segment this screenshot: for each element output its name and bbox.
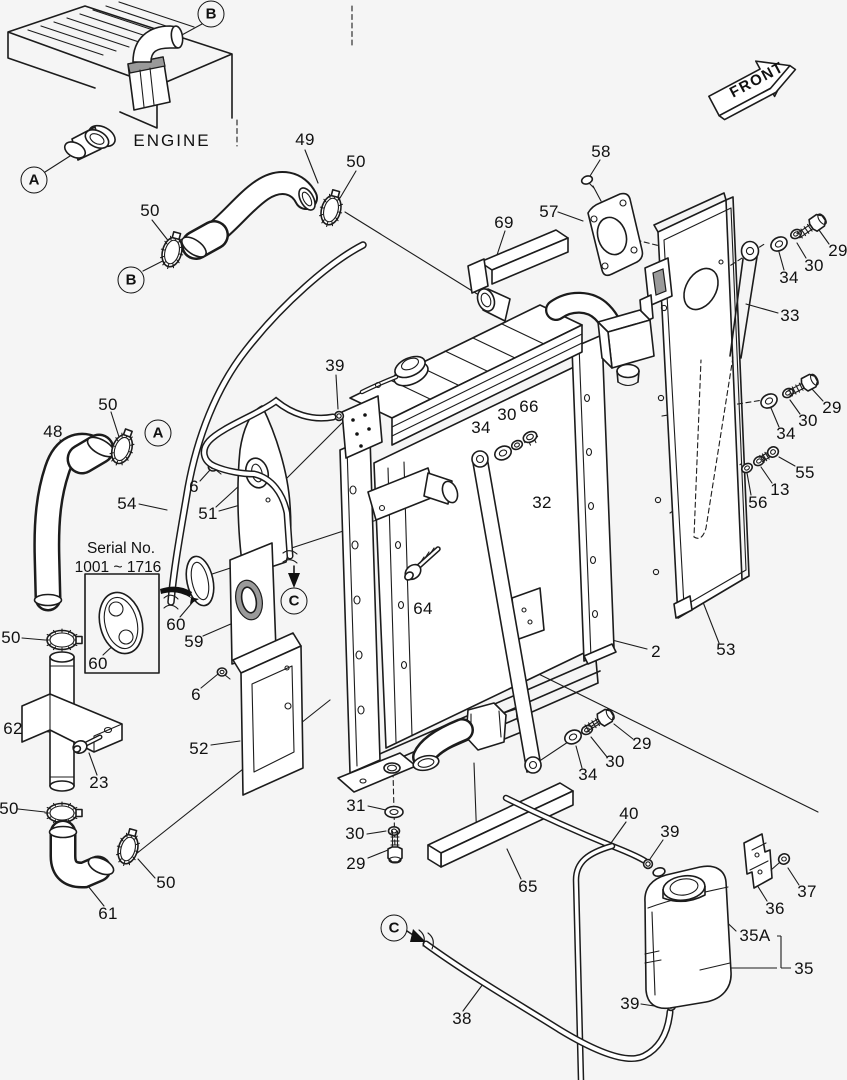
panel-mount-hardware [739,210,830,476]
part-label-50-2: 50 [140,201,160,220]
reservoir-cap [662,874,706,903]
radiator-assembly [333,288,655,864]
part-label-51-24: 51 [198,504,218,523]
part-label-34-16: 34 [776,424,796,443]
bracket-36 [743,833,773,889]
part-label-50-34: 50 [1,628,21,647]
part-label-31-40: 31 [346,796,366,815]
screw-58 [580,175,595,189]
part-label-29-6: 29 [828,241,847,260]
callout-a-3: A [144,419,172,447]
part-label-48-20: 48 [43,422,63,441]
part-label-35A-51: 35A [739,926,771,945]
bracket-52 [232,632,304,796]
serial-number-range: 1001 ~ 1716 [74,559,162,576]
serial-number-title: Serial No. [86,540,156,557]
part-label-23-36: 23 [89,773,109,792]
part-label-64-26: 64 [413,599,433,618]
part-label-56-19: 56 [748,493,768,512]
part-label-53-28: 53 [716,640,736,659]
part-label-6-32: 6 [191,685,201,704]
support-strap-32 [471,428,618,774]
callout-c-5: C [380,914,408,942]
side-panel-53 [639,192,760,619]
overflow-pipe-54 [163,241,367,610]
part-label-34-46: 34 [578,765,598,784]
part-label-30-41: 30 [345,824,365,843]
part-label-29-42: 29 [346,854,366,873]
part-label-54-22: 54 [117,494,137,513]
engine-inlet-stub [63,124,116,161]
part-label-60-29: 60 [88,654,108,673]
part-label-36-50: 36 [765,899,785,918]
support-bar-65 [427,782,574,868]
part-label-58-3: 58 [591,142,611,161]
part-label-57-4: 57 [539,202,559,221]
part-label-66-13: 66 [519,397,539,416]
serial-number-box [84,573,160,674]
part-label-33-9: 33 [780,306,800,325]
part-label-65-43: 65 [518,877,538,896]
callout-b-0: B [197,0,225,28]
part-label-62-35: 62 [3,719,23,738]
part-label-29-14: 29 [822,398,842,417]
part-label-37-49: 37 [797,882,817,901]
part-label-39-53: 39 [620,994,640,1013]
part-label-32-25: 32 [532,493,552,512]
part-label-40-47: 40 [619,804,639,823]
radiator-cap [393,355,429,387]
callout-b-2: B [117,266,145,294]
part-label-61-39: 61 [98,904,118,923]
reservoir-assembly [406,794,791,1080]
part-label-34-8: 34 [779,268,799,287]
bar-69 [467,229,569,294]
baffle-plates [84,405,304,796]
part-label-59-31: 59 [184,632,204,651]
callout-a-1: A [20,166,48,194]
part-label-39-10: 39 [325,356,345,375]
bolt-64 [404,546,441,581]
part-label-49-0: 49 [295,130,315,149]
part-label-6-23: 6 [189,477,199,496]
part-label-30-7: 30 [804,256,824,275]
foot-bolt-stack [384,805,404,864]
part-label-30-15: 30 [798,411,818,430]
part-label-50-1: 50 [346,152,366,171]
part-label-55-17: 55 [795,463,815,482]
part-label-13-18: 13 [770,480,790,499]
part-label-34-11: 34 [471,418,491,437]
part-label-50-21: 50 [98,395,118,414]
gasket-plate-57 [580,175,644,277]
overflow-tube-top [200,396,337,588]
part-label-52-33: 52 [189,739,209,758]
part-label-35-52: 35 [794,959,814,978]
engine-block [7,1,233,161]
part-label-38-54: 38 [452,1009,472,1028]
callout-c-4: C [280,587,308,615]
front-arrow [708,60,797,121]
bolt-23 [72,734,103,754]
part-label-69-5: 69 [494,213,514,232]
part-label-29-44: 29 [632,734,652,753]
part-label-50-38: 50 [156,873,176,892]
part-label-30-45: 30 [605,752,625,771]
left-hose-stack [21,425,145,889]
part-label-2-27: 2 [651,642,661,661]
part-label-50-37: 50 [0,799,19,818]
upper-radiator-hose [156,171,348,273]
leader-lines [17,23,830,1012]
part-label-30-12: 30 [497,405,517,424]
part-label-60-30: 60 [166,615,186,634]
part-label-39-48: 39 [660,822,680,841]
engine-caption: ENGINE [133,131,211,150]
screw-37 [770,853,791,871]
